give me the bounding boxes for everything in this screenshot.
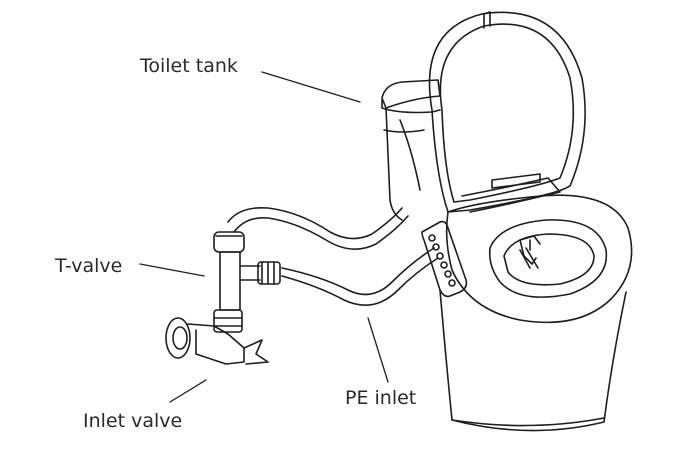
label-toilet-tank: Toilet tank [140, 55, 238, 77]
leader-t-valve [139, 263, 205, 277]
pe-inlet-hose [281, 247, 439, 306]
label-t-valve: T-valve [55, 255, 123, 277]
label-inlet-valve: Inlet valve [83, 410, 183, 432]
supply-hose [227, 206, 409, 250]
toilet-lid [428, 11, 586, 213]
toilet-base [439, 289, 627, 432]
side-control-panel [421, 220, 468, 298]
t-valve [213, 231, 281, 333]
leader-lines [139, 71, 389, 403]
toilet-bowl [445, 194, 633, 324]
label-pe-inlet: PE inlet [345, 387, 417, 409]
leader-pe-inlet [367, 317, 389, 383]
inlet-valve [165, 317, 269, 365]
leader-inlet-valve [169, 379, 207, 403]
leader-toilet-tank [261, 71, 361, 103]
